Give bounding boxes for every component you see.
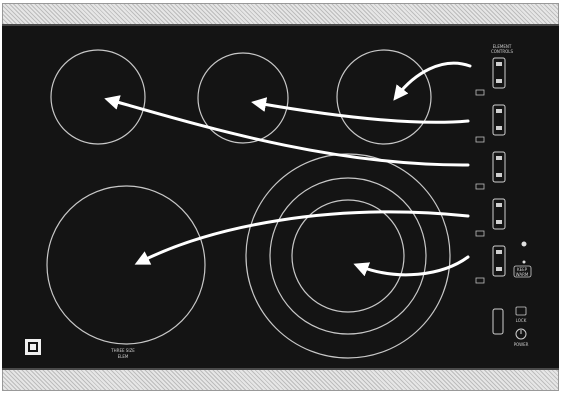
warm-indicator-light — [522, 242, 527, 247]
triple-ring-element — [246, 154, 450, 358]
callout-arrows — [110, 63, 470, 275]
left-front-element — [47, 186, 205, 344]
left-rear-element — [51, 50, 145, 144]
arrow-to-center-rear — [257, 103, 468, 122]
arrow-to-triple-ring — [359, 257, 468, 275]
timer-pad[interactable] — [493, 309, 503, 334]
lock-label: LOCK — [516, 318, 527, 323]
arrow-to-left-front — [140, 212, 468, 262]
glass-cooktop: THREE SIZE ELEM ELEMENT CONTROLS — [2, 24, 559, 370]
arrow-to-right-rear — [397, 63, 470, 96]
three-size-sublabel: ELEM — [118, 354, 129, 359]
control-pad-marks — [496, 62, 502, 271]
center-rear-element — [198, 53, 288, 143]
three-size-label: THREE SIZE — [110, 348, 135, 353]
right-rear-element — [337, 50, 431, 144]
power-label: POWER — [514, 342, 529, 347]
hot-surface-light — [523, 261, 526, 264]
element-indicator-icons — [476, 90, 484, 283]
keep-warm-sublabel: WARM — [516, 272, 529, 277]
brand-badge — [25, 339, 41, 355]
cooktop-diagram: THREE SIZE ELEM ELEMENT CONTROLS — [2, 26, 559, 372]
element-controls-sublabel: CONTROLS — [491, 49, 514, 54]
keep-warm-button[interactable]: KEEP WARM — [514, 266, 531, 277]
control-column — [493, 58, 505, 276]
lock-button[interactable]: LOCK — [516, 307, 527, 323]
power-button[interactable]: POWER — [514, 329, 529, 347]
